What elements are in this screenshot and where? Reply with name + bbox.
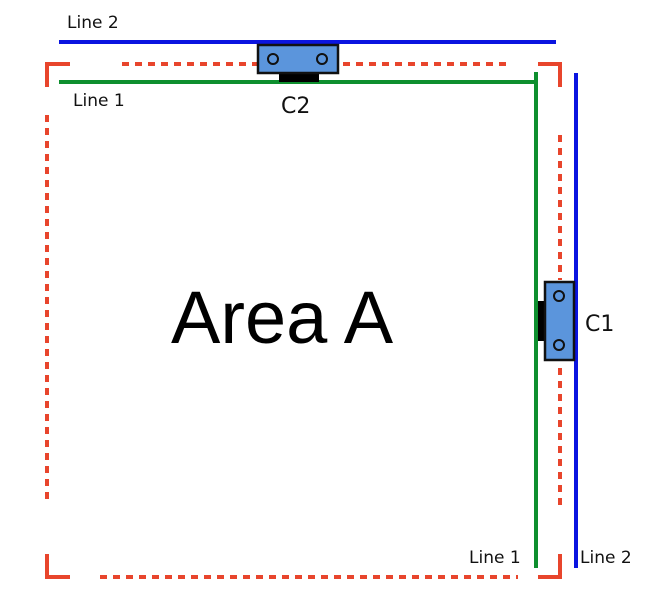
area-label: Area A bbox=[171, 276, 394, 359]
camera-c1-screw-top bbox=[553, 290, 565, 302]
line-2-label-bottom: Line 2 bbox=[580, 548, 632, 568]
line-1-label-bottom: Line 1 bbox=[469, 548, 521, 568]
camera-c1-lens bbox=[538, 301, 548, 341]
camera-c2-lens bbox=[279, 72, 319, 82]
camera-c1-label: C1 bbox=[585, 312, 614, 337]
line-2-label-top: Line 2 bbox=[67, 13, 119, 33]
boundary-corner-top-left bbox=[45, 62, 70, 87]
line-1-label-top: Line 1 bbox=[73, 91, 125, 111]
line-2 bbox=[59, 40, 578, 568]
camera-c1-body bbox=[543, 280, 576, 362]
camera-c2-label: C2 bbox=[281, 94, 310, 119]
camera-c1 bbox=[538, 280, 576, 362]
boundary-corner-bottom-left bbox=[45, 554, 70, 579]
area-boundary bbox=[45, 62, 562, 579]
camera-c2 bbox=[256, 43, 340, 82]
boundary-corner-bottom-right bbox=[538, 554, 562, 579]
boundary-corner-top-right bbox=[538, 62, 562, 87]
camera-c2-screw-right bbox=[316, 53, 328, 65]
camera-c2-screw-left bbox=[267, 53, 279, 65]
camera-c1-screw-bottom bbox=[553, 339, 565, 351]
camera-c2-body bbox=[256, 43, 340, 75]
